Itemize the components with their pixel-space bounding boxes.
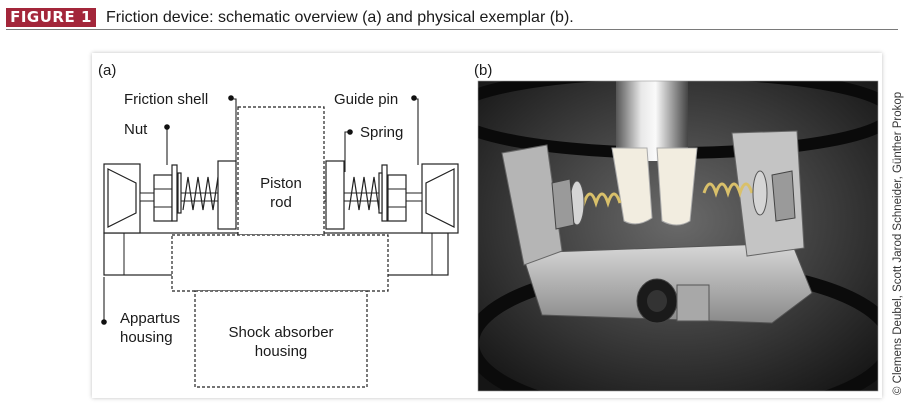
copyright-notice: © Clemens Deubel, Scott Jarod Schneider,… (892, 91, 904, 395)
left-end-block (103, 163, 141, 234)
leader-dot (101, 319, 107, 325)
right-spring (348, 176, 380, 211)
photo-exemplar (478, 81, 878, 391)
leader-dot (411, 95, 417, 101)
right-friction-shell (325, 160, 345, 230)
label-guide-pin: Guide pin (334, 91, 398, 108)
leader-dot (164, 124, 170, 130)
label-shock-line1: Shock absorber (228, 324, 333, 341)
schematic-diagram (103, 106, 459, 388)
label-nut: Nut (124, 121, 148, 138)
figure-header: FIGURE 1 Friction device: schematic over… (0, 0, 908, 32)
figure-label-badge: FIGURE 1 (6, 8, 96, 27)
label-shock-line2: housing (255, 343, 308, 360)
leader-dot (347, 129, 353, 135)
figure-svg: (a) Friction shell Guide pin Nut Spring … (98, 62, 879, 392)
dashed-housing (171, 234, 389, 292)
left-nut (153, 174, 173, 222)
label-spring: Spring (360, 124, 403, 141)
header-rule (6, 29, 898, 30)
shock-absorber-housing (194, 290, 368, 388)
label-housing-line2: housing (120, 329, 173, 346)
left-spring (182, 176, 219, 211)
panel-b-label: (b) (474, 62, 492, 79)
leader-dot (228, 95, 234, 101)
label-piston-rod-line2: rod (270, 194, 292, 211)
right-end-block (421, 163, 459, 234)
label-friction-shell: Friction shell (124, 91, 208, 108)
piston-rod (237, 106, 325, 236)
left-friction-shell (217, 160, 237, 230)
label-housing-line1: Appartus (120, 310, 180, 327)
figure-panel: (a) Friction shell Guide pin Nut Spring … (92, 53, 882, 398)
right-nut (387, 174, 407, 222)
panel-a-label: (a) (98, 62, 116, 79)
figure-caption: Friction device: schematic overview (a) … (106, 9, 574, 26)
label-piston-rod-line1: Piston (260, 175, 302, 192)
